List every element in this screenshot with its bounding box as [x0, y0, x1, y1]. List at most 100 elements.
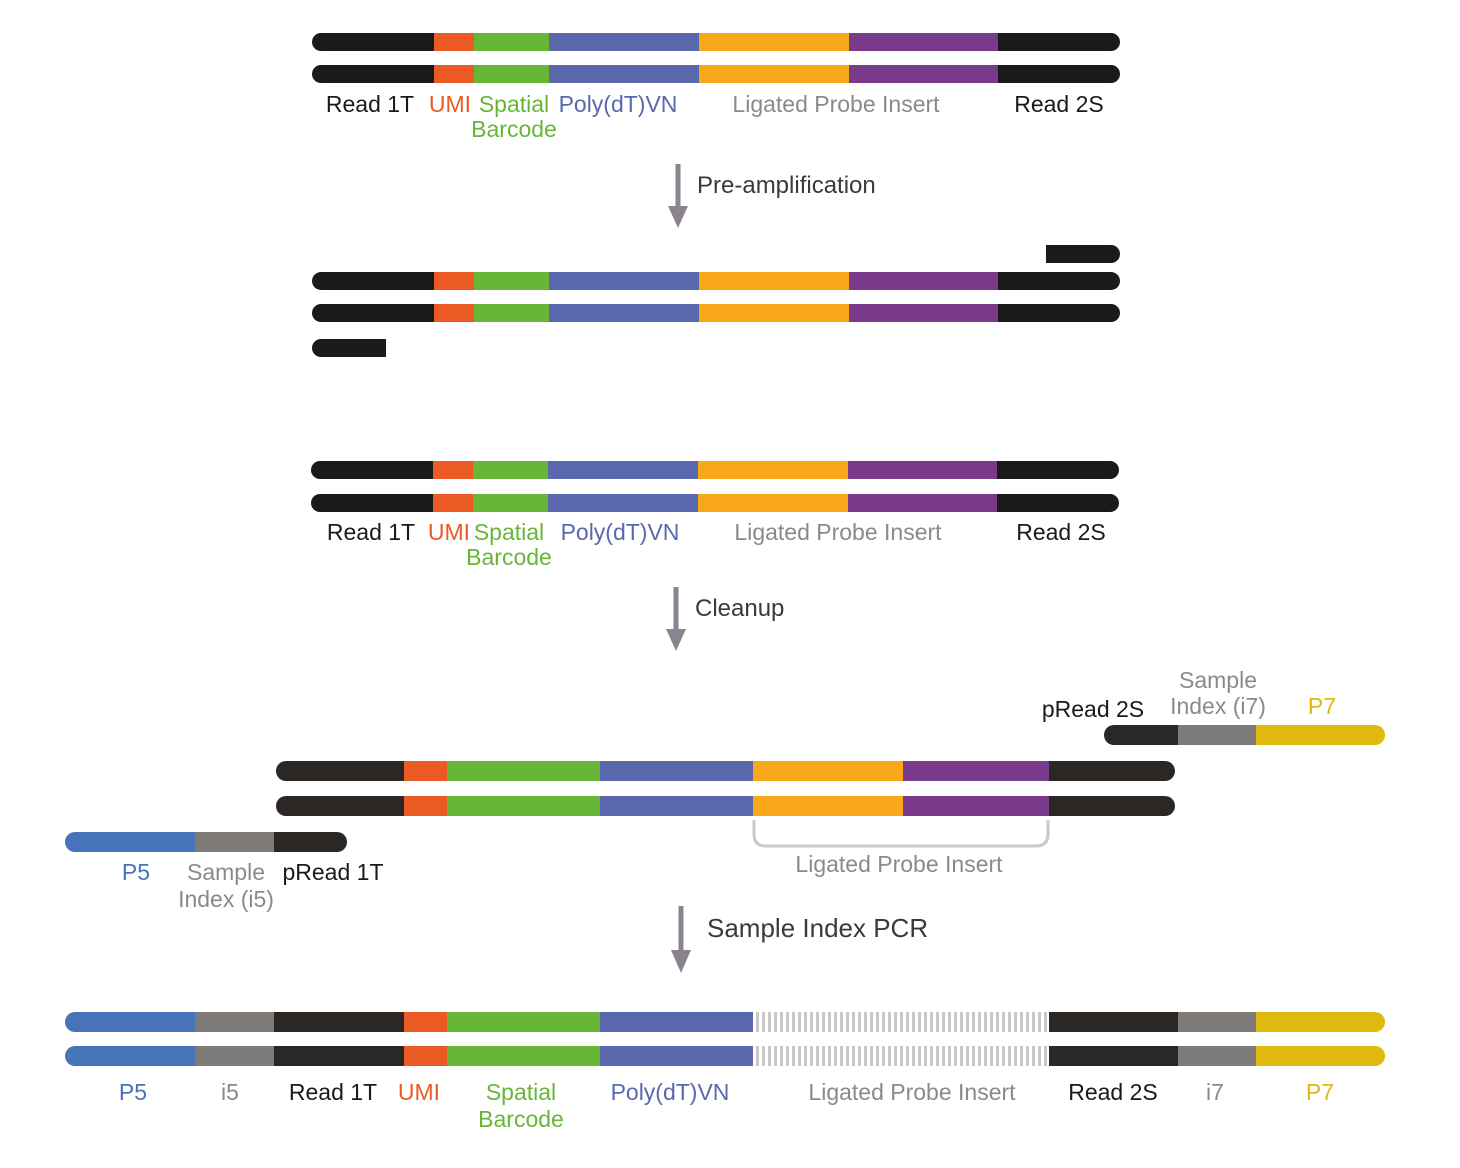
segment-barcode [474, 65, 550, 83]
segment-polydt [600, 1046, 754, 1066]
segment-barcode [473, 494, 549, 512]
segment-umi [404, 796, 448, 816]
stage3-construct: Read 1T UMI Spatial Barcode Poly(dT)VN L… [311, 461, 1119, 570]
segment-dark [311, 494, 434, 512]
segment-dark [312, 304, 435, 322]
stage2-top-strand [312, 272, 1120, 290]
segment-purple [848, 494, 998, 512]
segment-umi [433, 494, 474, 512]
stage4-sample-i7-label: Sample [1179, 667, 1257, 693]
segment-darkb [1049, 761, 1175, 781]
stage4-top-strand [276, 761, 1175, 781]
segment-dark [998, 33, 1120, 51]
segment-p7 [1256, 1012, 1385, 1032]
segment-barcode [447, 1046, 601, 1066]
segment-insert [699, 304, 850, 322]
sample-index-pcr-arrow: Sample Index PCR [671, 906, 928, 973]
stage5-read2s-label: Read 2S [1068, 1079, 1158, 1105]
segment-purple [849, 272, 999, 290]
stage5-final-library: P5 i5 Read 1T UMI Spatial Barcode Poly(d… [65, 1012, 1385, 1132]
cleanup-arrow: Cleanup [666, 587, 784, 651]
segment-purple [903, 761, 1050, 781]
segment-insert [699, 272, 850, 290]
stage4-bottom-strand [276, 796, 1175, 816]
segment-index [195, 1012, 275, 1032]
stage1-spatial-label: Spatial [479, 91, 549, 117]
segment-p5 [65, 1046, 196, 1066]
stage5-barcode-label: Barcode [478, 1106, 564, 1132]
stage1-construct: Read 1T UMI Spatial Barcode Poly(dT)VN L… [312, 33, 1120, 142]
segment-darkb [276, 761, 405, 781]
segment-barcode [447, 796, 601, 816]
stage4-pread2s-label: pRead 2S [1042, 696, 1144, 722]
sample-index-pcr-label: Sample Index PCR [707, 913, 928, 943]
stage1-umi-label: UMI [429, 91, 471, 117]
stage3-barcode-label: Barcode [466, 544, 552, 570]
segment-index [1178, 1046, 1257, 1066]
stage1-top-strand [312, 33, 1120, 51]
segment-dark [997, 461, 1119, 479]
stage5-insert-label: Ligated Probe Insert [808, 1079, 1016, 1105]
stage4-index-i7-label: Index (i7) [1170, 693, 1266, 719]
segment-polydt [549, 272, 700, 290]
segment-index [195, 1046, 275, 1066]
segment-umi [434, 33, 475, 51]
stage3-insert-label: Ligated Probe Insert [734, 519, 942, 545]
segment-umi [404, 1012, 448, 1032]
segment-umi [434, 304, 475, 322]
segment-insert [698, 494, 849, 512]
stage4-index-i5-label: Index (i5) [178, 886, 274, 912]
segment-darkb [1049, 1012, 1179, 1032]
stage5-p5-label: P5 [119, 1079, 147, 1105]
stage2-primer-left [312, 339, 386, 357]
stage5-i7-label: i7 [1206, 1079, 1224, 1105]
stage1-read2s-label: Read 2S [1014, 91, 1104, 117]
stage3-umi-label: UMI [428, 519, 470, 545]
segment-dark [311, 461, 434, 479]
segment-darkb [1104, 725, 1179, 745]
segment-darkb [1049, 796, 1175, 816]
stage3-read1t-label: Read 1T [327, 519, 415, 545]
segment-umi [434, 272, 475, 290]
segment-dark [998, 272, 1120, 290]
segment-umi [433, 461, 474, 479]
stage5-polydt-label: Poly(dT)VN [611, 1079, 730, 1105]
stage1-polydt-label: Poly(dT)VN [559, 91, 678, 117]
segment-polydt [549, 33, 700, 51]
segment-dark [312, 339, 386, 357]
stage5-p7-label: P7 [1306, 1079, 1334, 1105]
stage1-barcode-label: Barcode [471, 116, 557, 142]
stage2-primer-right [1046, 245, 1120, 263]
segment-dark [312, 65, 435, 83]
segment-purple [849, 33, 999, 51]
segment-insert [753, 796, 904, 816]
stage3-spatial-label: Spatial [474, 519, 544, 545]
stage4-sample-i5-label: Sample [187, 859, 265, 885]
segment-barcode [473, 461, 549, 479]
stage5-spatial-label: Spatial [486, 1079, 556, 1105]
stage1-bottom-strand [312, 65, 1120, 83]
stage1-insert-label: Ligated Probe Insert [732, 91, 940, 117]
segment-umi [404, 1046, 448, 1066]
segment-darkb [274, 1012, 405, 1032]
segment-darkb [1049, 1046, 1179, 1066]
segment-dark [997, 494, 1119, 512]
segment-index [1178, 725, 1257, 745]
segment-p7 [1256, 1046, 1385, 1066]
segment-insert [699, 33, 850, 51]
segment-p5 [65, 832, 196, 852]
segment-insert [698, 461, 849, 479]
segment-p7 [1256, 725, 1385, 745]
segment-insert [699, 65, 850, 83]
segment-dark [1046, 245, 1120, 263]
stage5-i5-label: i5 [221, 1079, 239, 1105]
segment-polydt [548, 494, 699, 512]
stage3-top-strand [311, 461, 1119, 479]
segment-umi [404, 761, 448, 781]
pre-amplification-label: Pre-amplification [697, 172, 876, 199]
pre-amplification-arrow: Pre-amplification [668, 164, 876, 228]
stage4-p5-label: P5 [122, 859, 150, 885]
segment-dark [312, 272, 435, 290]
stage3-polydt-label: Poly(dT)VN [561, 519, 680, 545]
segment-darkb [276, 796, 405, 816]
